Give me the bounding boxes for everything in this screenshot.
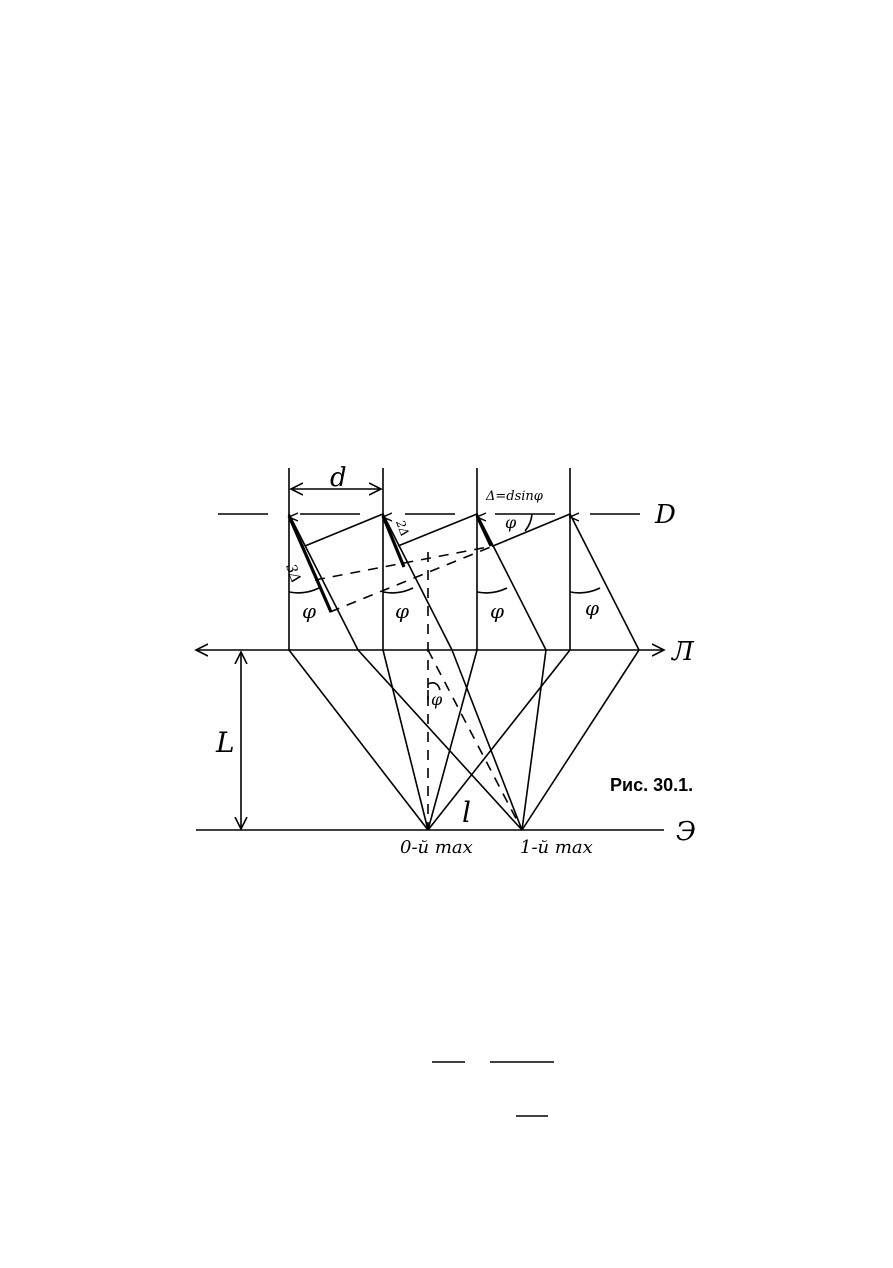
path-difference-formula: Δ=dsinφ <box>485 489 544 504</box>
angle-label-top: φ <box>505 513 517 532</box>
straight-rays <box>288 514 571 650</box>
angle-label-4: φ <box>585 596 599 620</box>
figure-caption: Рис. 30.1. <box>610 775 693 795</box>
zero-order-max-label: 0-й max <box>400 837 473 858</box>
incident-rays <box>289 468 570 517</box>
screen-label: Э <box>676 817 696 847</box>
path-difference-segments <box>287 515 493 613</box>
angle-label-central: φ <box>431 690 443 709</box>
distance-label: L <box>215 726 235 759</box>
angle-label-2: φ <box>395 599 409 623</box>
path-2-label: 2Δ <box>393 517 412 538</box>
fraction-marks <box>432 1061 554 1117</box>
lens-label: Л <box>670 637 695 667</box>
grating-label: D <box>654 500 676 530</box>
central-rays <box>427 552 523 831</box>
first-order-max-label: 1-й max <box>520 837 593 858</box>
wavefront-lines <box>304 513 571 613</box>
offset-label: l <box>462 796 471 829</box>
path-3-label: 3Δ <box>282 562 304 585</box>
angle-label-3: φ <box>490 599 504 623</box>
converging-rays <box>288 649 640 831</box>
angle-label-1: φ <box>302 599 316 623</box>
slit-period-label: d <box>330 463 347 493</box>
diffracted-rays <box>288 513 640 651</box>
angle-arcs <box>288 513 601 594</box>
